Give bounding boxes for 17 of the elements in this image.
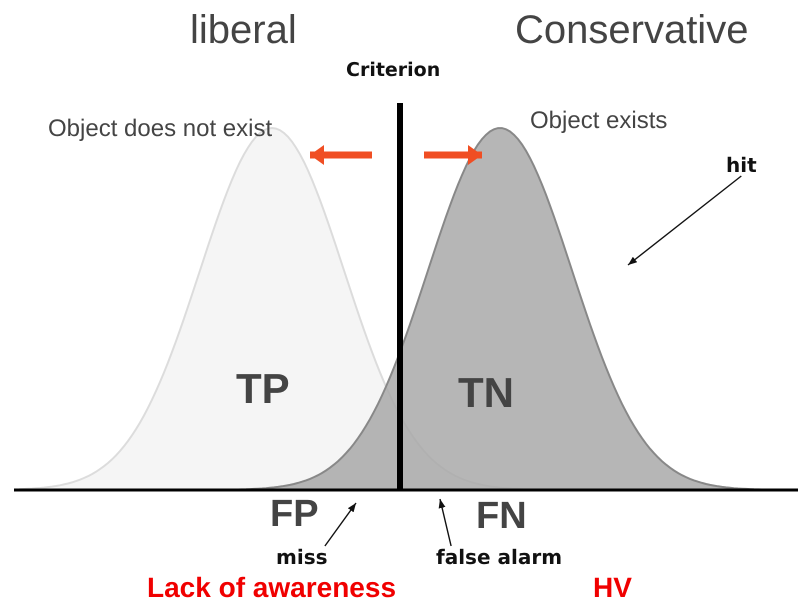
annotation-label: false alarm [436, 546, 562, 568]
region-label: FN [476, 496, 527, 538]
region-label: FP [270, 494, 319, 536]
criterion-label: Criterion [346, 60, 440, 81]
region-label: TP [236, 366, 290, 412]
curve-label: Object does not exist [48, 116, 272, 142]
heading-text: Conservative [515, 8, 748, 52]
outcome-note: HV [593, 573, 632, 604]
leader-line [438, 498, 452, 546]
annotation-label: hit [726, 154, 757, 176]
heading-text: liberal [190, 8, 297, 52]
curve-label: Object exists [530, 108, 668, 134]
leader-line [324, 502, 357, 546]
region-label: TN [458, 370, 514, 416]
leader-line [628, 175, 742, 266]
outcome-note: Lack of awareness [147, 573, 396, 604]
annotation-label: miss [276, 546, 328, 568]
